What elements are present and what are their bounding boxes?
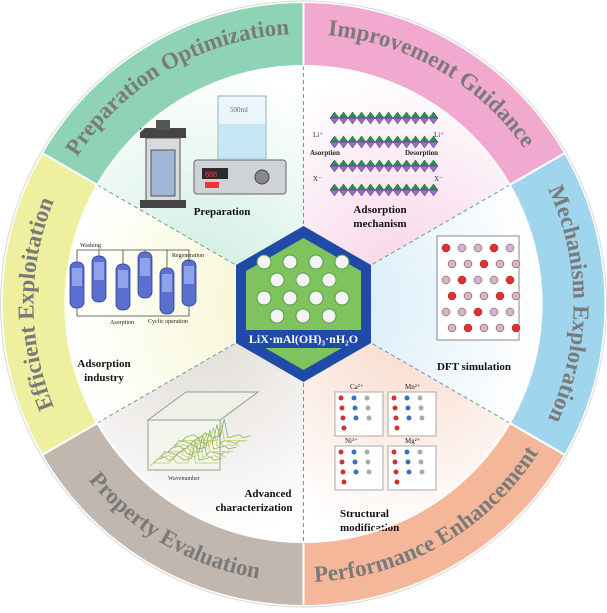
svg-text:Cyclic operation: Cyclic operation bbox=[148, 319, 188, 325]
svg-text:888: 888 bbox=[205, 170, 217, 179]
svg-text:Ni²⁺: Ni²⁺ bbox=[345, 437, 358, 445]
sector-label-advanced-characterization-2: characterization bbox=[216, 502, 293, 514]
sector-label-dft-simulation: DFT simulation bbox=[437, 361, 511, 373]
svg-text:Mn²⁺: Mn²⁺ bbox=[405, 383, 421, 391]
sector-label-structural-modification-1: Structural bbox=[340, 508, 389, 520]
svg-text:Asorption: Asorption bbox=[110, 320, 134, 326]
sector-label-adsorption-industry-2: industry bbox=[84, 372, 124, 384]
sector-label-adsorption-mechanism-2: mechanism bbox=[353, 218, 406, 230]
adsorption-industry-icon: Washing Regeneration Asorption Cyclic op… bbox=[69, 243, 204, 326]
svg-text:Mg²⁺: Mg²⁺ bbox=[405, 437, 421, 445]
svg-text:Li⁺: Li⁺ bbox=[434, 131, 444, 139]
preparation-icon: 888 500ml bbox=[140, 95, 287, 208]
svg-text:Desorption: Desorption bbox=[405, 149, 438, 157]
structural-modification-icon: Ca²⁺ Mn²⁺ Ni²⁺ Mg²⁺ bbox=[334, 383, 437, 491]
characterization-plot-icon: Wavenumber bbox=[146, 391, 260, 482]
svg-text:X⁻: X⁻ bbox=[434, 175, 443, 183]
adsorption-mechanism-icon: Li⁺ Li⁺ X⁻ X⁻ Asorption Desorption bbox=[310, 111, 444, 197]
sector-label-preparation: Preparation bbox=[194, 206, 251, 218]
svg-text:500ml: 500ml bbox=[230, 106, 248, 114]
center-formula: LiX·mAl(OH)₃·nH₂O bbox=[249, 332, 358, 346]
svg-text:Li⁺: Li⁺ bbox=[313, 131, 323, 139]
sector-label-advanced-characterization-1: Advanced bbox=[244, 488, 291, 500]
sector-label-adsorption-industry-1: Adsorption bbox=[77, 358, 130, 370]
svg-text:Regeneration: Regeneration bbox=[172, 253, 204, 259]
svg-text:Wavenumber: Wavenumber bbox=[168, 476, 200, 482]
svg-text:Ca²⁺: Ca²⁺ bbox=[350, 383, 364, 391]
dft-crystal-icon bbox=[436, 235, 521, 341]
sector-label-structural-modification-2: modification bbox=[340, 522, 399, 534]
svg-text:Washing: Washing bbox=[80, 243, 101, 249]
svg-text:X⁻: X⁻ bbox=[313, 175, 322, 183]
svg-text:Asorption: Asorption bbox=[310, 149, 340, 157]
sector-label-adsorption-mechanism-1: Adsorption bbox=[353, 204, 406, 216]
